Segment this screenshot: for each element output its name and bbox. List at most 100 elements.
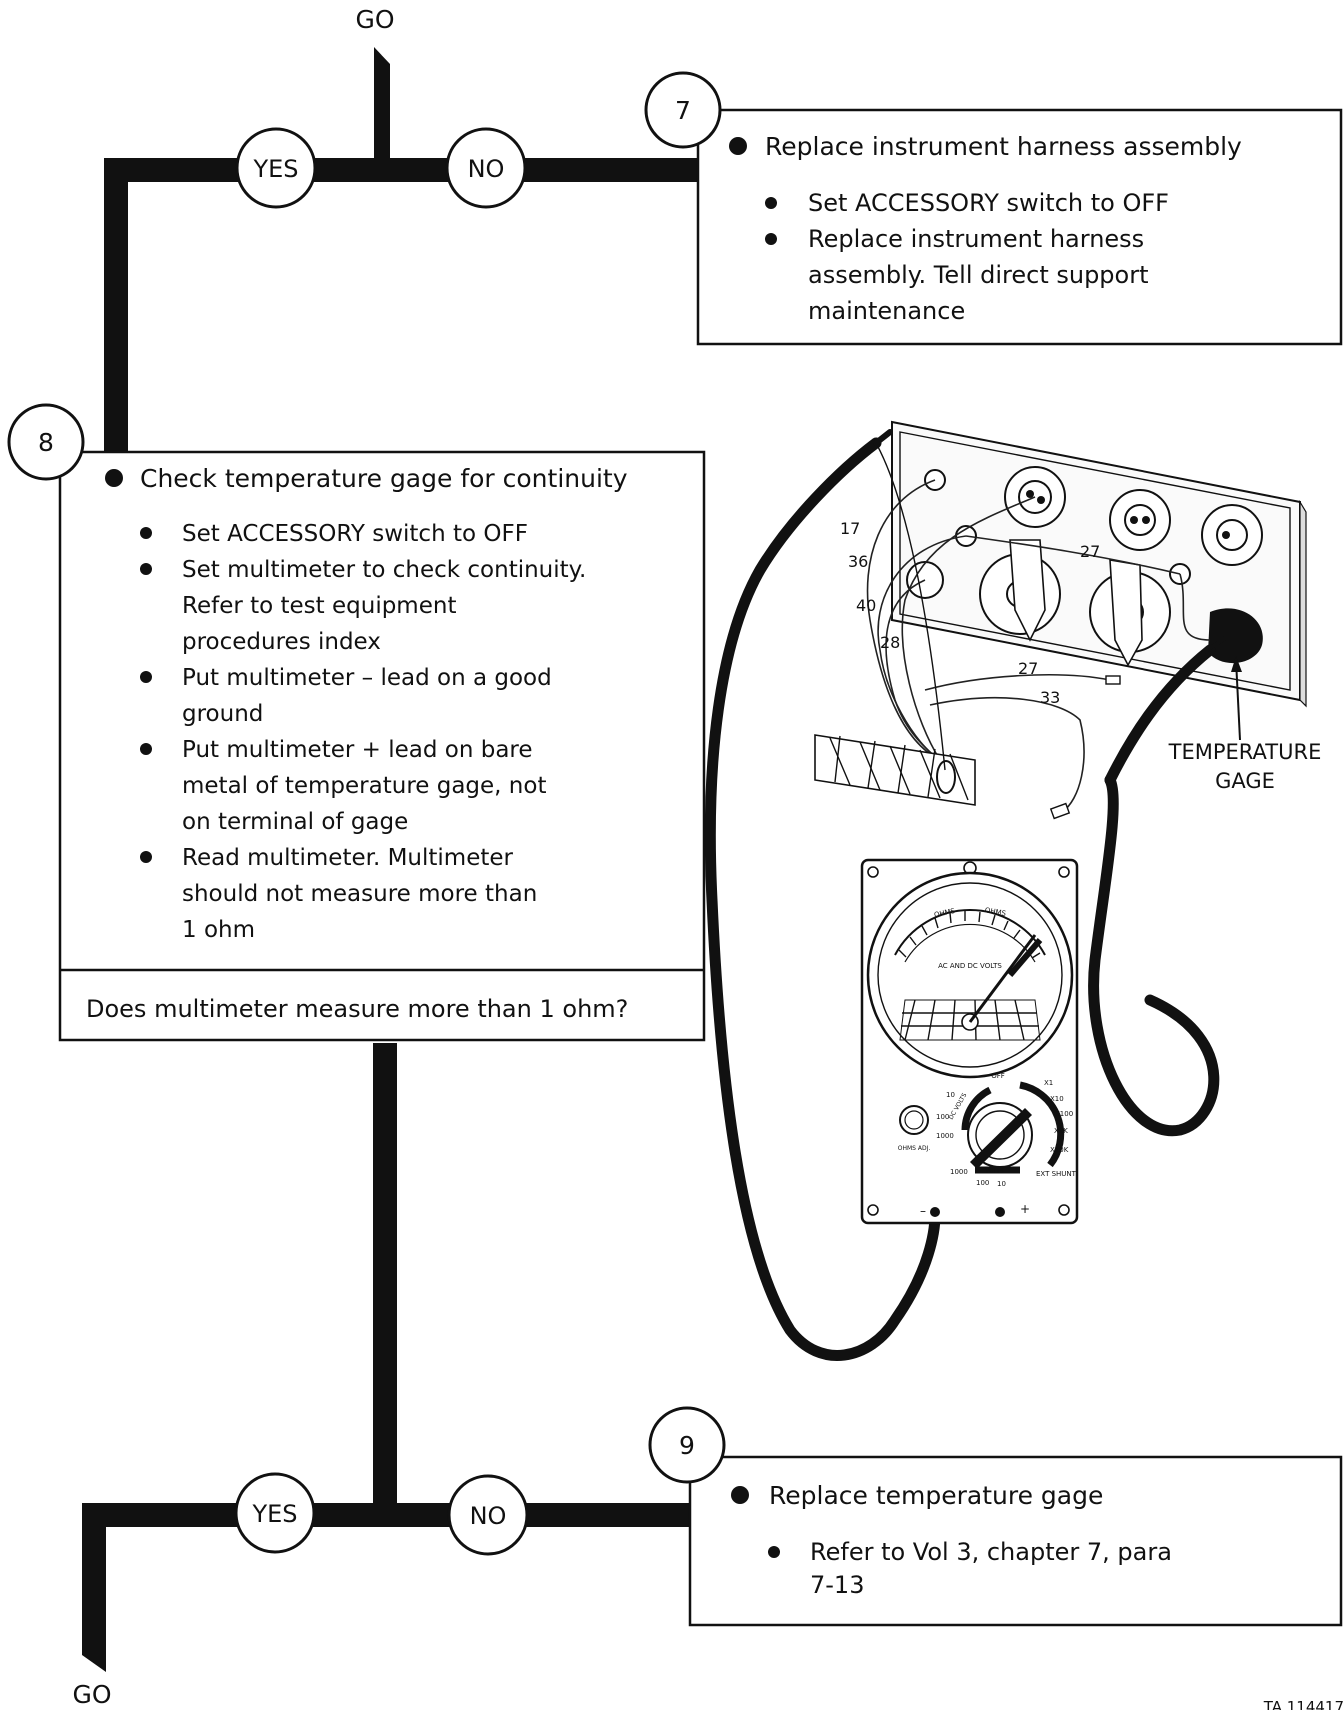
switch-ext-shunt: EXT SHUNT [1036, 1170, 1077, 1178]
plus-jack [995, 1207, 1005, 1217]
bullet-text: maintenance [808, 297, 965, 325]
no-label-top: NO [468, 155, 505, 183]
step9-number: 9 [679, 1431, 695, 1460]
decision-bottom: YES NO [234, 1472, 529, 1556]
wire-label-17: 17 [840, 519, 860, 538]
step7-bullet-list: Set ACCESSORY switch to OFF Replace instr… [765, 189, 1169, 325]
callout-label-line2: GAGE [1215, 769, 1275, 793]
bullet-text: Refer to Vol 3, chapter 7, para [810, 1538, 1172, 1566]
go-arrow-bottom [82, 1503, 106, 1672]
bullet-dot [140, 563, 152, 575]
switch-dc-10: 10 [946, 1091, 955, 1099]
step9-title-bullet [731, 1486, 749, 1504]
test-leads [704, 429, 1227, 1361]
step7-number: 7 [675, 96, 691, 125]
step8-box: 8 Check temperature gage for continuity … [7, 403, 706, 1042]
wire-label-33: 33 [1040, 688, 1060, 707]
bullet-dot [140, 743, 152, 755]
bullet-dot [140, 527, 152, 539]
switch-ac-100: 100 [976, 1179, 989, 1187]
switch-volts: VOLTS [985, 1168, 1004, 1175]
bullet-dot [140, 851, 152, 863]
step7-number-circle [644, 71, 722, 149]
step7-box: 7 Replace instrument harness assembly Se… [644, 71, 1343, 346]
ohms-adj-label: OHMS ADJ. [898, 1145, 931, 1152]
switch-ac-10: 10 [997, 1180, 1006, 1188]
step8-title-bullet [105, 469, 123, 487]
bullet-text: Put multimeter + lead on bare [182, 737, 533, 763]
negative-test-lead [704, 437, 941, 1361]
switch-dc-1000: 1000 [936, 1132, 954, 1140]
wire-label-27b: 27 [1018, 659, 1038, 678]
bullet-text: Replace instrument harness [808, 225, 1144, 253]
go-label-top: GO [355, 5, 394, 34]
switch-dc-100: 100 [936, 1113, 949, 1121]
switch-x10: X10 [1050, 1095, 1064, 1103]
meter-ohms-right: OHMS [984, 906, 1007, 918]
range-switch: OFF X1 X10 X100 X1K X10K EXT SHUNT 10 10… [936, 1072, 1077, 1188]
bullet-text: Refer to test equipment [182, 593, 456, 619]
bottom-decision-bar [82, 1503, 700, 1527]
minus-jack [930, 1207, 940, 1217]
gauge-socket-2 [1109, 489, 1171, 551]
flow-lines [82, 47, 702, 1672]
bullet-text: 7-13 [810, 1571, 864, 1599]
step8-number: 8 [38, 428, 54, 457]
yes-path-to-step8 [104, 158, 128, 460]
step7-title-bullet [729, 137, 747, 155]
no-circle-top [445, 127, 527, 209]
bullet-text: on terminal of gage [182, 809, 408, 835]
bullet-text: Set multimeter to check continuity. [182, 557, 586, 583]
yes-label-bottom: YES [251, 1500, 297, 1528]
harness-wires [866, 479, 1211, 820]
bullet-text: Set ACCESSORY switch to OFF [182, 521, 528, 547]
bullet-dot [768, 1546, 780, 1558]
bullet-text: Set ACCESSORY switch to OFF [808, 189, 1169, 217]
bullet-text: metal of temperature gage, not [182, 773, 546, 799]
step8-number-circle [7, 403, 85, 481]
wire-number-labels: 17 36 40 28 27 27 33 [840, 519, 1100, 707]
wire-label-40: 40 [856, 596, 876, 615]
temperature-gage-terminal [1208, 608, 1263, 664]
bullet-dot [140, 671, 152, 683]
yes-circle-bottom [234, 1472, 316, 1554]
yes-label-top: YES [252, 155, 298, 183]
minus-label: – [920, 1204, 926, 1218]
bullet-text: 1 ohm [182, 917, 255, 943]
positive-test-lead [1088, 774, 1220, 1137]
temperature-gage-callout: TEMPERATURE GAGE [1168, 656, 1322, 793]
meter-volts-scale: AC AND DC VOLTS [938, 962, 1002, 970]
bullet-dot [765, 233, 777, 245]
gauge-socket-3 [1201, 504, 1263, 566]
step8-question: Does multimeter measure more than 1 ohm? [86, 995, 628, 1023]
switch-x10k: X10K [1050, 1146, 1069, 1154]
yes-circle-top [235, 127, 317, 209]
switch-x1k: X1K [1054, 1127, 1068, 1135]
illustration: OHMS OHMS AC AND DC VOLTS OFF [704, 420, 1322, 1361]
go-label-bottom: GO [72, 1680, 111, 1709]
step7-title: Replace instrument harness assembly [765, 132, 1242, 161]
wire-label-36: 36 [848, 552, 868, 571]
bullet-text: ground [182, 701, 263, 727]
instrument-panel [891, 420, 1307, 708]
meter-face: OHMS OHMS AC AND DC VOLTS [866, 871, 1074, 1079]
bullet-text: procedures index [182, 629, 381, 655]
switch-x1: X1 [1044, 1079, 1053, 1087]
bullet-text: Read multimeter. Multimeter [182, 845, 514, 871]
figure-id: TA 114417 [1263, 1698, 1344, 1710]
step9-title: Replace temperature gage [769, 1481, 1103, 1510]
decision-top: YES NO [235, 127, 527, 209]
switch-off: OFF [991, 1072, 1005, 1080]
harness-bundle [814, 734, 976, 806]
callout-label-line1: TEMPERATURE [1168, 740, 1322, 764]
no-circle-bottom [447, 1474, 529, 1556]
wire-label-28: 28 [880, 633, 900, 652]
step9-bullet-list: Refer to Vol 3, chapter 7, para 7-13 [768, 1538, 1172, 1599]
go-arrow-top [374, 47, 390, 175]
step8-bullet-list: Set ACCESSORY switch to OFF Set multimete… [140, 521, 586, 943]
multimeter: OHMS OHMS AC AND DC VOLTS OFF [860, 858, 1079, 1225]
top-decision-bar [104, 158, 702, 182]
bullet-dot [765, 197, 777, 209]
bullet-text: Put multimeter – lead on a good [182, 665, 552, 691]
